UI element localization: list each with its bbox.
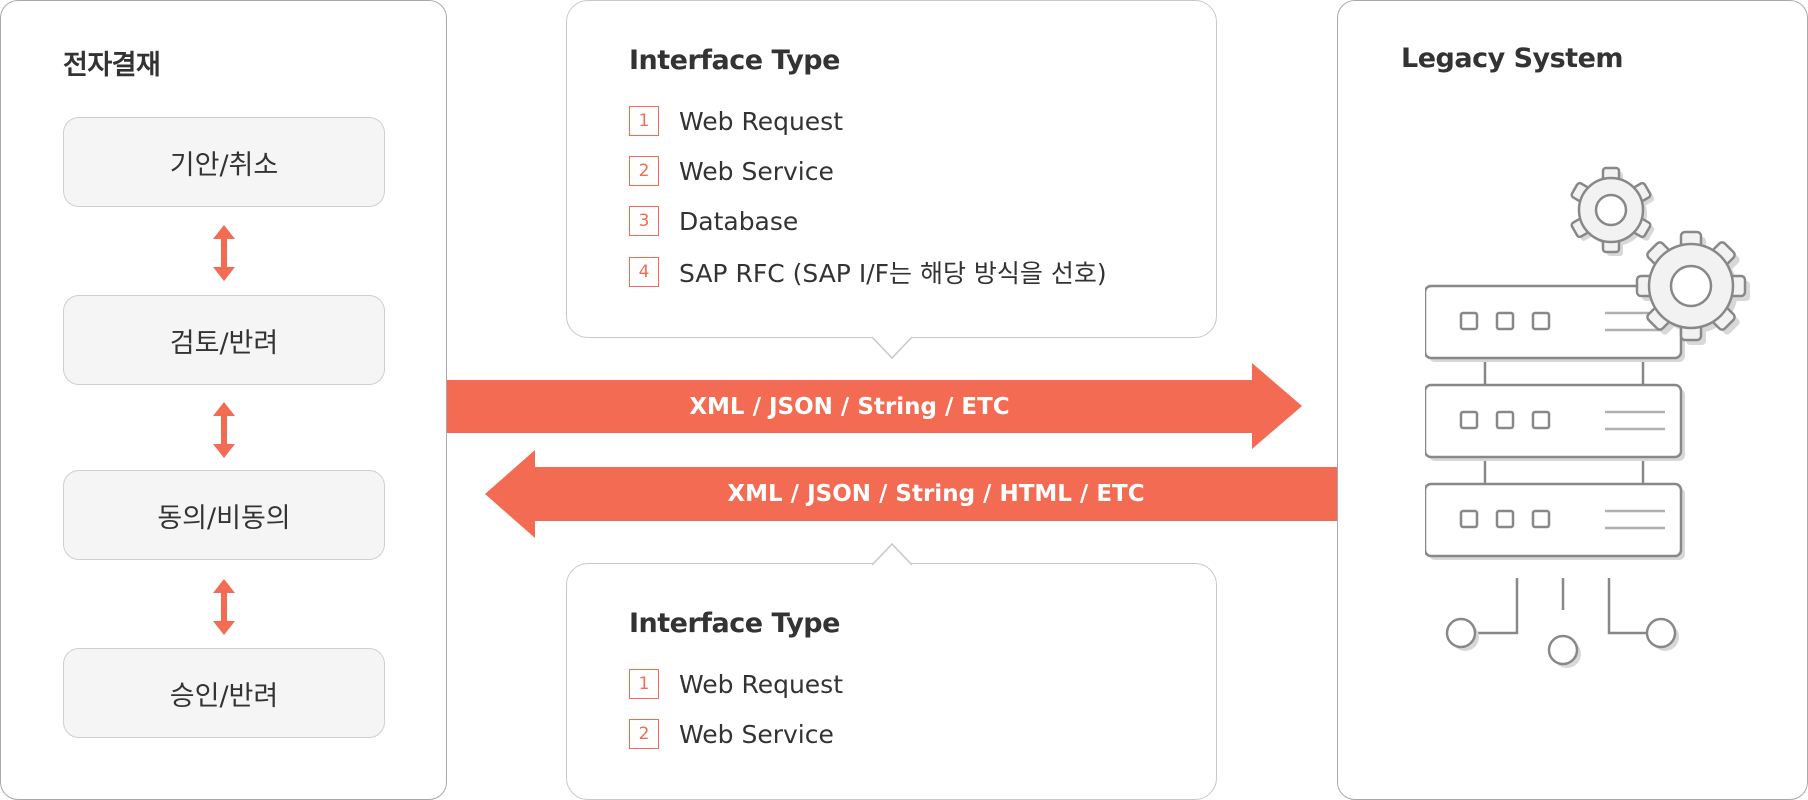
step-label: 승인/반려 (169, 680, 279, 712)
item-number: 1 (629, 669, 659, 699)
interface-item: 1 Web Request (629, 667, 843, 701)
arrow-to-legacy-label: XML / JSON / String / ETC (689, 393, 1010, 420)
step-agree-disagree: 동의/비동의 (63, 470, 385, 560)
arrow-to-legacy (447, 363, 1302, 449)
bubble-tail-down (872, 336, 912, 360)
double-arrow-icon (213, 225, 235, 281)
network-node-icon (1445, 578, 1679, 668)
item-number: 2 (629, 156, 659, 186)
interface-item: 2 Web Service (629, 154, 834, 188)
step-review-reject: 검토/반려 (63, 295, 385, 385)
item-label: Web Request (679, 106, 844, 136)
server-rack (1425, 284, 1685, 560)
interface-type-bubble-bottom: Interface Type 1 Web Request 2 Web Servi… (566, 563, 1217, 800)
step-label: 검토/반려 (169, 327, 279, 359)
arrow-from-legacy-label: XML / JSON / String / HTML / ETC (727, 481, 1145, 507)
interface-item: 3 Database (629, 204, 798, 238)
item-number: 3 (629, 206, 659, 236)
step-draft-cancel: 기안/취소 (63, 117, 385, 207)
interface-type-bubble-top: Interface Type 1 Web Request 2 Web Servi… (566, 0, 1217, 338)
item-number: 4 (629, 257, 659, 287)
item-label: Database (679, 206, 799, 236)
arrow-from-legacy (485, 450, 1337, 538)
item-label: Web Request (679, 669, 844, 699)
bubble-tail-up (872, 542, 912, 566)
gear-icon (1635, 230, 1750, 345)
item-label: Web Service (679, 719, 834, 749)
step-label: 동의/비동의 (157, 502, 291, 534)
interface-item: 4 SAP RFC (SAP I/F는 해당 방식을 선호) (629, 255, 1107, 289)
item-label: SAP RFC (SAP I/F는 해당 방식을 선호) (679, 259, 1107, 288)
interface-type-title: Interface Type (629, 45, 840, 76)
item-number: 2 (629, 719, 659, 749)
interface-item: 1 Web Request (629, 104, 843, 138)
interface-item: 2 Web Service (629, 717, 834, 751)
double-arrow-icon (213, 402, 235, 458)
gear-icon (1570, 166, 1655, 256)
step-approve-reject: 승인/반려 (63, 648, 385, 738)
e-approval-panel: 전자결재 기안/취소 검토/반려 동의/비동의 승인/반려 (0, 0, 447, 800)
e-approval-title: 전자결재 (63, 50, 161, 81)
double-arrow-icon (213, 579, 235, 635)
legacy-system-title: Legacy System (1401, 43, 1624, 74)
item-number: 1 (629, 106, 659, 136)
interface-type-title: Interface Type (629, 608, 840, 639)
server-icon (1425, 166, 1750, 668)
step-label: 기안/취소 (169, 149, 279, 181)
item-label: Web Service (679, 156, 834, 186)
